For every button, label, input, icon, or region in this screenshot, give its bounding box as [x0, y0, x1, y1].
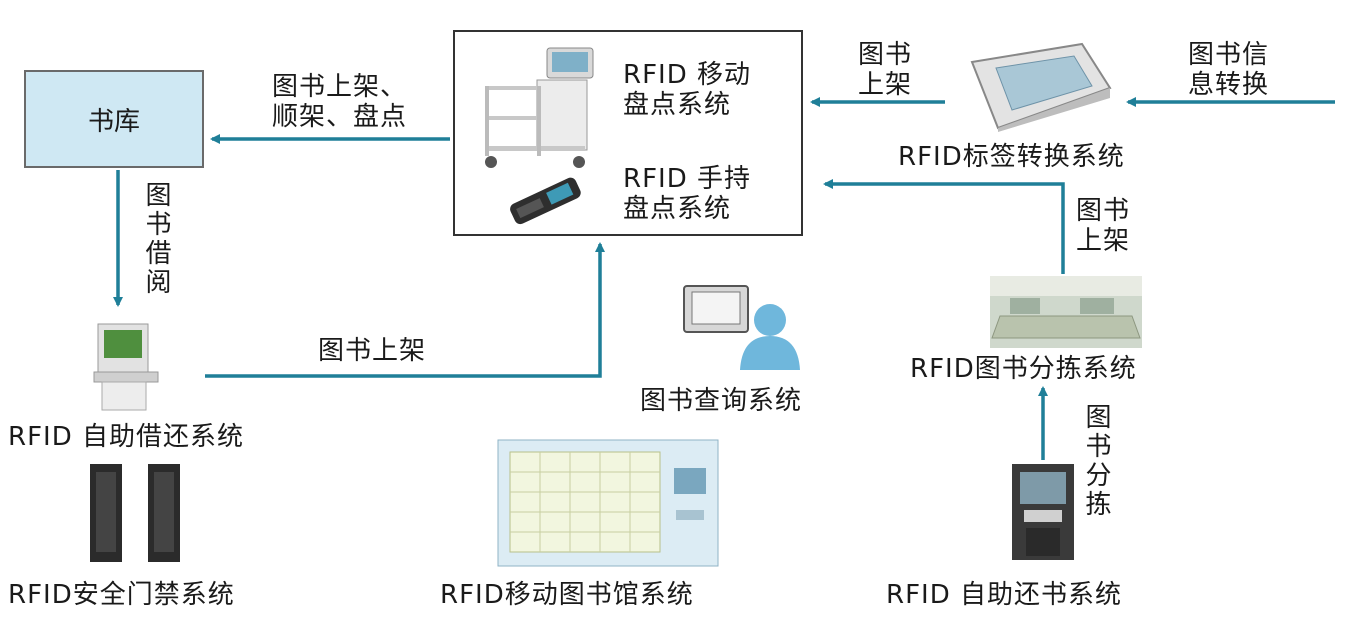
handheld-reader-icon [510, 177, 581, 225]
sorting-label: RFID图书分拣系统 [910, 354, 1137, 384]
stack-room-box: 书库 [24, 70, 204, 168]
edge-label-borrowing: 图书借阅 [145, 181, 173, 298]
cart-reader-icon [485, 47, 594, 168]
mobile-library-label: RFID移动图书馆系统 [440, 580, 694, 610]
return-machine-icon [1012, 464, 1074, 560]
edge-label-shelving-ordering: 图书上架、 顺架、盘点 [272, 72, 408, 132]
arrow-sorting-to-inventory [823, 179, 1065, 274]
query-user-icon [683, 285, 800, 370]
kiosk-icon [93, 323, 159, 411]
edge-label-shelving-checkout: 图书上架 [318, 336, 427, 366]
edge-label-shelving-tag: 图书 上架 [858, 40, 913, 100]
edge-label-shelving-sorting: 图书 上架 [1076, 196, 1131, 256]
edge-label-sorting: 图书分拣 [1085, 403, 1113, 520]
arrow-checkout-to-inventory [205, 242, 605, 378]
tag-conversion-label: RFID标签转换系统 [898, 142, 1125, 172]
self-return-label: RFID 自助还书系统 [886, 580, 1122, 610]
gate-icon [90, 464, 180, 562]
security-gate-label: RFID安全门禁系统 [8, 580, 235, 610]
mobile-library-cabinet-icon [497, 439, 719, 567]
handheld-inventory-label: RFID 手持 盘点系统 [623, 164, 751, 224]
edge-label-info-conversion: 图书信 息转换 [1188, 40, 1270, 100]
tag-converter-icon [970, 42, 1112, 132]
stack-room-label: 书库 [87, 106, 140, 137]
sorting-table-icon [990, 276, 1142, 348]
self-checkout-label: RFID 自助借还系统 [8, 422, 244, 452]
query-label: 图书查询系统 [640, 386, 803, 416]
inventory-systems-box: RFID 移动 盘点系统 RFID 手持 盘点系统 [453, 30, 803, 236]
mobile-inventory-label: RFID 移动 盘点系统 [623, 60, 751, 120]
